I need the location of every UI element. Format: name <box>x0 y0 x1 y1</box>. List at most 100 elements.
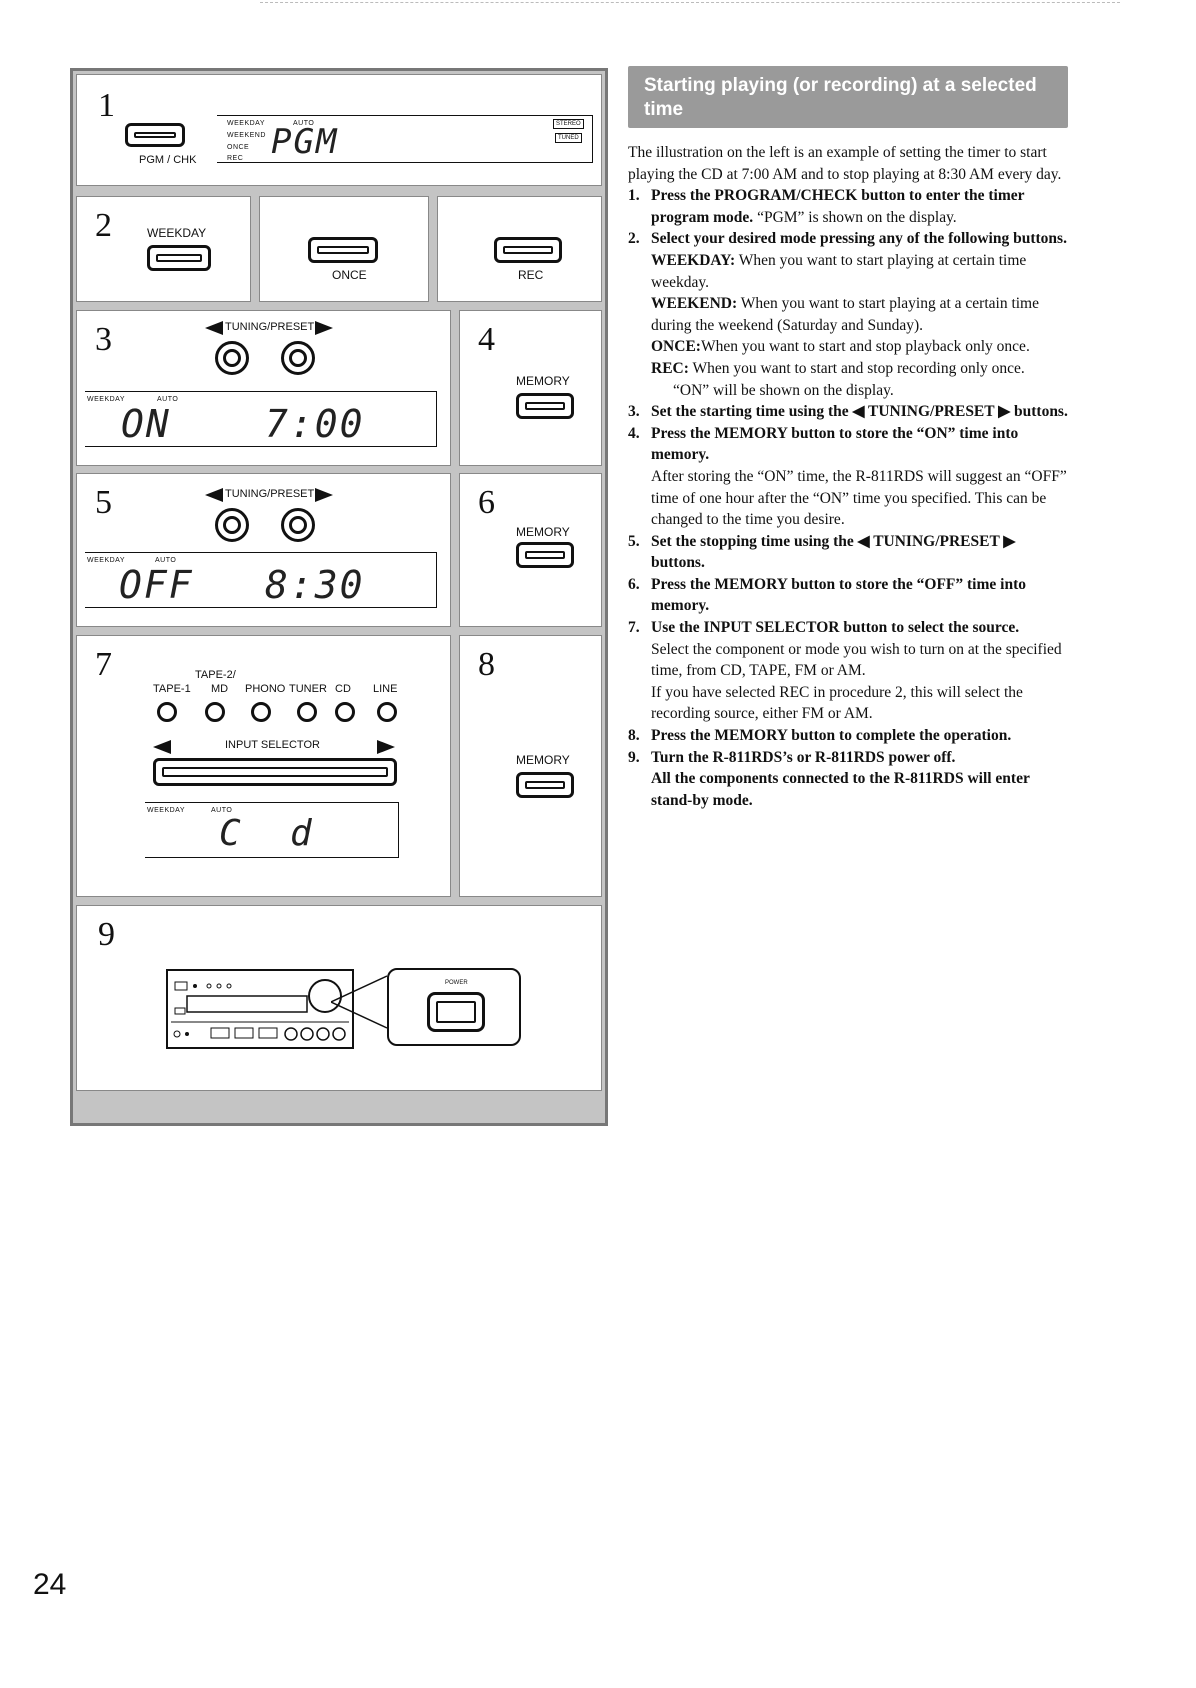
panel-1: 1 PGM / CHK WEEKDAY WEEKEND ONCE REC AUT… <box>76 74 602 186</box>
panel-number: 5 <box>95 484 112 521</box>
lcd-once: ONCE <box>227 144 250 151</box>
mode-term: WEEKEND: <box>651 295 738 313</box>
panel-2-once: ONCE <box>259 196 429 302</box>
input-right-arrow-icon <box>377 740 395 754</box>
memory-button[interactable] <box>516 772 574 798</box>
mode-desc: When you want to start playing at certai… <box>651 251 1027 291</box>
rec-label: REC <box>518 268 544 282</box>
pgm-chk-label: PGM / CHK <box>139 154 197 166</box>
panel-5: 5 TUNING/PRESET WEEKDAY AUTO OFF 8:30 <box>76 473 451 627</box>
instructions: The illustration on the left is an examp… <box>628 142 1068 811</box>
pgm-chk-button[interactable] <box>125 123 185 147</box>
page-number: 24 <box>33 1568 67 1601</box>
lcd-rec: REC <box>227 155 244 162</box>
step-number: 4. <box>628 424 640 442</box>
memory-label: MEMORY <box>516 753 570 767</box>
step-8: 8. Press the MEMORY button to complete th… <box>628 725 1068 747</box>
mode-desc: When you want to start and stop playback… <box>700 338 1030 356</box>
display-cd: C d <box>219 813 314 854</box>
tuner-indicator <box>297 702 317 722</box>
step-9-note: All the components connected to the R-81… <box>651 770 1030 809</box>
phono-indicator <box>251 702 271 722</box>
step-number: 5. <box>628 532 640 550</box>
tape1-indicator <box>157 702 177 722</box>
lcd-weekend: WEEKEND <box>227 132 266 139</box>
memory-button[interactable] <box>516 393 574 419</box>
tuning-preset-label: TUNING/PRESET <box>225 321 315 333</box>
receiver-illustration <box>166 969 354 1049</box>
tuning-up-button[interactable] <box>281 508 315 542</box>
panel-number: 1 <box>98 87 115 124</box>
display-1: WEEKDAY WEEKEND ONCE REC AUTO STEREO TUN… <box>217 115 593 163</box>
step-instruction: Press the MEMORY button to complete the … <box>651 727 1012 745</box>
tuning-right-arrow-icon <box>315 488 333 502</box>
lcd-auto: AUTO <box>155 557 177 564</box>
panel-6: 6 MEMORY <box>459 473 602 627</box>
top-rule <box>260 2 1120 3</box>
memory-button[interactable] <box>516 542 574 568</box>
step-7-note-1: Select the component or mode you wish to… <box>651 640 1062 680</box>
panel-2-weekday: 2 WEEKDAY <box>76 196 251 302</box>
lcd-auto: AUTO <box>157 396 179 403</box>
step-instruction: Use the INPUT SELECTOR button to select … <box>651 619 1020 637</box>
tape2-label: TAPE-2/ <box>195 669 236 681</box>
mode-term: WEEKDAY: <box>651 251 736 269</box>
display-time-700: 7:00 <box>265 402 365 446</box>
mode-weekend: WEEKEND: When you want to start playing … <box>628 293 1068 336</box>
tape1-label: TAPE-1 <box>153 683 191 695</box>
step-instruction: Press the PROGRAM/CHECK button to enter … <box>651 187 1025 226</box>
panel-2-rec: REC <box>437 196 602 302</box>
on-note: “ON” will be shown on the display. <box>673 381 894 399</box>
mode-desc: When you want to start playing at a cert… <box>651 295 1039 334</box>
tuning-left-arrow-icon <box>205 488 223 502</box>
mode-term: ONCE: <box>651 338 701 356</box>
display-time-830: 8:30 <box>265 563 365 607</box>
step-instruction: Turn the R-811RDS’s or R-811RDS power of… <box>651 748 956 766</box>
tuning-down-button[interactable] <box>215 341 249 375</box>
mode-desc: When you want to start and stop recordin… <box>688 359 1025 377</box>
lcd-auto: AUTO <box>211 807 233 814</box>
tuning-preset-label: TUNING/PRESET <box>225 488 315 500</box>
step-7: 7.Use the INPUT SELECTOR button to selec… <box>628 617 1068 639</box>
panel-number: 2 <box>95 207 112 244</box>
panel-number: 6 <box>478 484 495 521</box>
panel-number: 9 <box>98 916 115 953</box>
panel-number: 3 <box>95 321 112 358</box>
mode-once: ONCE:When you want to start and stop pla… <box>628 336 1068 358</box>
tuner-label: TUNER <box>289 683 327 695</box>
tuning-up-button[interactable] <box>281 341 315 375</box>
panel-number: 4 <box>478 321 495 358</box>
rec-button[interactable] <box>494 237 562 263</box>
step-number: 2. <box>628 230 640 248</box>
mode-term: REC: <box>651 359 689 377</box>
display-off: OFF <box>119 563 194 607</box>
lcd-weekday: WEEKDAY <box>147 807 185 814</box>
step-instruction: Press the MEMORY button to store the “OF… <box>651 575 1026 615</box>
input-selector-button[interactable] <box>153 758 397 786</box>
step-number: 1. <box>628 187 640 205</box>
step-instruction: Select your desired mode pressing any of… <box>651 230 1067 248</box>
lcd-tuned: TUNED <box>555 133 582 143</box>
power-label: POWER <box>445 980 468 986</box>
timer-illustration: 1 PGM / CHK WEEKDAY WEEKEND ONCE REC AUT… <box>70 68 608 1126</box>
step-7-note-2: If you have selected REC in procedure 2,… <box>651 683 1023 723</box>
step-detail: “PGM” is shown on the display. <box>753 208 957 226</box>
once-button[interactable] <box>308 237 378 263</box>
intro-text: The illustration on the left is an examp… <box>628 144 1062 183</box>
section-heading-text: Starting playing (or recording) at a sel… <box>644 75 1037 120</box>
panel-9: 9 POWER <box>76 905 602 1091</box>
mode-rec: REC: When you want to start and stop rec… <box>628 358 1068 380</box>
panel-number: 8 <box>478 646 495 683</box>
input-left-arrow-icon <box>153 740 171 754</box>
md-indicator <box>205 702 225 722</box>
mode-weekday: WEEKDAY: When you want to start playing … <box>628 250 1068 293</box>
tuning-left-arrow-icon <box>205 321 223 335</box>
input-selector-label: INPUT SELECTOR <box>225 739 320 751</box>
cd-indicator <box>335 702 355 722</box>
tuning-right-arrow-icon <box>315 321 333 335</box>
section-heading: Starting playing (or recording) at a sel… <box>628 66 1068 128</box>
power-button[interactable] <box>427 992 485 1032</box>
weekday-button[interactable] <box>147 245 211 271</box>
tuning-down-button[interactable] <box>215 508 249 542</box>
step-number: 8. <box>628 727 640 745</box>
